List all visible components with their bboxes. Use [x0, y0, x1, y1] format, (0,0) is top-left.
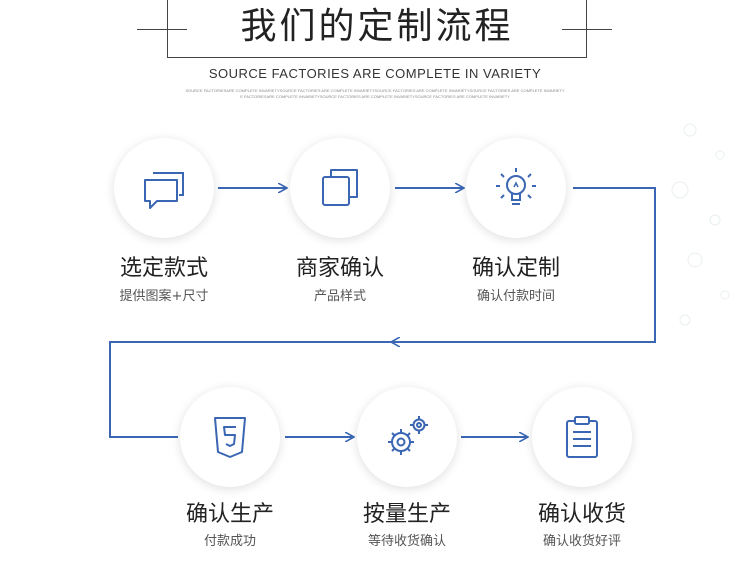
step-2-subtitle: 产品样式: [313, 289, 366, 304]
lightbulb-icon: [496, 168, 536, 205]
tiny-text-line-1: SOURCE FACTORIESARE COMPLETE INVARIETYSO…: [185, 88, 565, 93]
step-1-title: 选定款式: [119, 256, 208, 281]
step-2-title: 商家确认: [295, 256, 384, 281]
step-1-circle: [114, 138, 214, 238]
step-4-circle: [180, 387, 280, 487]
page-subtitle: SOURCE FACTORIES ARE COMPLETE IN VARIETY: [208, 66, 542, 81]
title-left-line: [137, 29, 187, 30]
title-box: 我们的定制流程: [167, 0, 587, 58]
css-shield-icon: [214, 417, 246, 458]
decorative-pattern: [671, 123, 730, 326]
step-3-title: 确认定制: [471, 256, 560, 281]
gears-icon: [388, 416, 428, 455]
step-3-subtitle: 确认付款时间: [476, 289, 555, 304]
step-3-circle: [466, 138, 566, 238]
step-5-circle: [357, 387, 457, 487]
step-6-subtitle: 确认收货好评: [542, 534, 621, 549]
step-4-subtitle: 付款成功: [203, 534, 256, 549]
chat-bubbles-icon: [144, 172, 184, 209]
copy-squares-icon: [322, 169, 358, 206]
clipboard-icon: [566, 416, 598, 458]
step-6-title: 确认收货: [537, 502, 626, 527]
tiny-text-line-2: E FACTORIESARE COMPLETE INVARIETYSOURCE …: [240, 94, 510, 99]
step-2-circle: [290, 138, 390, 238]
step-1-subtitle: 提供图案+尺寸: [119, 289, 209, 304]
step-5-subtitle: 等待收货确认: [367, 534, 446, 549]
page-title: 我们的定制流程: [240, 6, 514, 47]
step-6-circle: [532, 387, 632, 487]
step-4-title: 确认生产: [185, 502, 274, 527]
title-right-line: [562, 29, 612, 30]
step-5-title: 按量生产: [362, 502, 451, 527]
